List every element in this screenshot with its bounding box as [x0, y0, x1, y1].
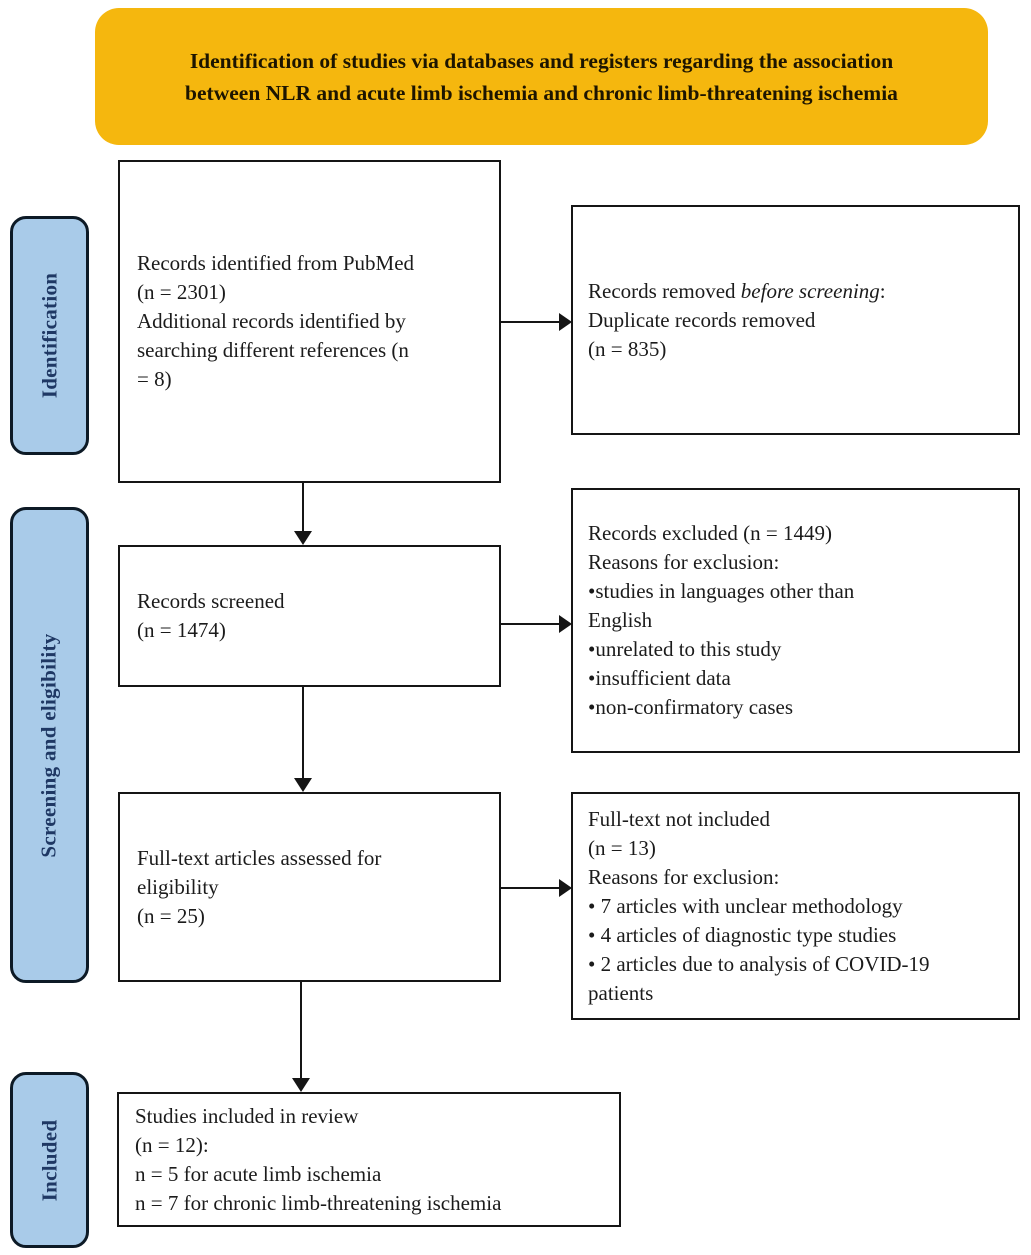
box-records-screened: Records screened (n = 1474) [118, 545, 501, 687]
text-line: (n = 2301) [137, 280, 226, 304]
text-line: n = 5 for acute limb ischemia [135, 1161, 382, 1186]
text-line: Records screened [137, 589, 285, 613]
text-line: (n = 1474) [137, 618, 226, 642]
text-line: • 4 articles of diagnostic type studies [588, 922, 897, 947]
box-records-removed: Records removed before screening: Duplic… [571, 205, 1020, 435]
box-records-excluded: Records excluded (n = 1449) Reasons for … [571, 488, 1020, 753]
text-segment: Records removed [588, 278, 741, 303]
box-records-identified: Records identified from PubMed (n = 2301… [118, 160, 501, 483]
text-line: •studies in languages other than [588, 579, 855, 603]
text-line: = 8) [137, 367, 172, 391]
banner-title-line1: Identification of studies via databases … [189, 48, 894, 73]
text-line: Records excluded (n = 1449) [588, 521, 832, 545]
text-line: •unrelated to this study [588, 637, 782, 661]
text-line: (n = 835) [588, 336, 667, 361]
text-line: Additional records identified by [137, 309, 406, 333]
banner-title: Identification of studies via databases … [95, 8, 988, 145]
text-line: (n = 25) [137, 903, 205, 928]
text-line: Full-text articles assessed for [137, 845, 382, 870]
stage-label-screening-eligibility-text: Screening and eligibility [37, 632, 62, 858]
text-line: Duplicate records removed [588, 307, 816, 332]
text-segment: : [879, 278, 886, 303]
banner-title-line2: between NLR and acute limb ischemia and … [185, 80, 898, 105]
text-line: (n = 13) [588, 835, 656, 860]
text-line: • 7 articles with unclear methodology [588, 893, 903, 918]
text-line: n = 7 for chronic limb-threatening ische… [135, 1190, 502, 1215]
text-line: eligibility [137, 874, 219, 899]
text-line: Records identified from PubMed [137, 251, 415, 275]
arrow-right-screened-to-excluded [501, 615, 572, 633]
text-line: • 2 articles due to analysis of COVID-19 [588, 951, 930, 976]
text-line: patients [588, 980, 654, 1005]
stage-label-identification-text: Identification [37, 272, 62, 399]
text-line: Studies included in review [135, 1103, 359, 1128]
text-segment-italic: before screening [740, 278, 880, 303]
text-line: Reasons for exclusion: [588, 864, 780, 889]
arrow-right-fulltext-to-notincluded [501, 879, 572, 897]
text-line: •insufficient data [588, 666, 731, 690]
text-line: searching different references (n [137, 338, 409, 362]
text-line: Full-text not included [588, 806, 770, 831]
stage-label-identification: Identification [10, 216, 89, 455]
arrow-down-identified-to-screened [294, 483, 312, 545]
box-fulltext-assessed: Full-text articles assessed for eligibil… [118, 792, 501, 982]
box-studies-included: Studies included in review (n = 12): n =… [117, 1092, 621, 1227]
stage-label-included-text: Included [37, 1119, 62, 1201]
arrow-down-screened-to-fulltext [294, 687, 312, 792]
text-line: •non-confirmatory cases [588, 695, 794, 719]
text-line: (n = 12): [135, 1132, 209, 1157]
text-line: Reasons for exclusion: [588, 550, 780, 574]
stage-label-screening-eligibility: Screening and eligibility [10, 507, 89, 983]
stage-label-included: Included [10, 1072, 89, 1248]
text-line: English [588, 608, 653, 632]
box-fulltext-not-included: Full-text not included (n = 13) Reasons … [571, 792, 1020, 1020]
arrow-down-fulltext-to-included [292, 982, 310, 1092]
text-line: Records removed before screening: [588, 277, 1018, 306]
arrow-right-identified-to-removed [501, 313, 572, 331]
